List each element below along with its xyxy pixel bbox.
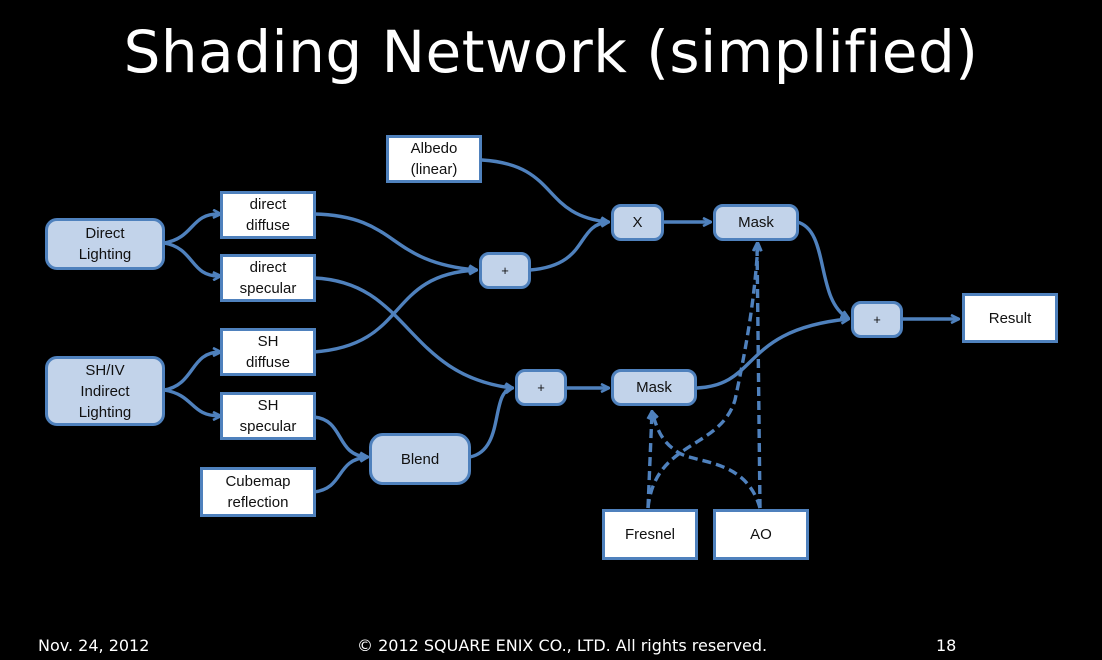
- node-cubemap-reflection: Cubemap reflection: [200, 467, 316, 517]
- node-add-specular: +: [515, 369, 567, 406]
- node-albedo: Albedo (linear): [386, 135, 482, 183]
- node-fresnel: Fresnel: [602, 509, 698, 560]
- node-shiv-indirect-lighting: SH/IV Indirect Lighting: [45, 356, 165, 426]
- footer-page-number: 18: [936, 636, 957, 655]
- node-mask-specular: Mask: [611, 369, 697, 406]
- footer-copyright: © 2012 SQUARE ENIX CO., LTD. All rights …: [357, 636, 768, 655]
- edge-direct-lighting-to-direct-specular: [162, 241, 220, 276]
- edge-fresnel-to-mask-diffuse: [646, 244, 758, 509]
- node-sh-diffuse: SH diffuse: [220, 328, 316, 376]
- edge-mask-diffuse-to-add-result: [795, 220, 848, 318]
- node-direct-specular: direct specular: [220, 254, 316, 302]
- edge-blend-to-add: [468, 388, 512, 459]
- footer-date: Nov. 24, 2012: [38, 636, 150, 655]
- node-result: Result: [962, 293, 1058, 343]
- edge-direct-specular-to-add: [312, 276, 512, 388]
- node-blend: Blend: [369, 433, 471, 485]
- node-sh-specular: SH specular: [220, 392, 316, 440]
- edge-add-to-multiply: [528, 222, 608, 272]
- edge-direct-diffuse-to-add: [312, 212, 476, 270]
- node-ao: AO: [713, 509, 809, 560]
- edge-fresnel-to-mask-specular: [646, 412, 652, 509]
- edge-sh-diffuse-to-add: [312, 270, 476, 354]
- node-direct-diffuse: direct diffuse: [220, 191, 316, 239]
- node-add-diffuse: +: [479, 252, 531, 289]
- edge-albedo-to-multiply: [480, 158, 608, 222]
- node-multiply: X: [611, 204, 664, 241]
- edge-shiv-to-sh-specular: [162, 388, 220, 416]
- node-mask-diffuse: Mask: [713, 204, 799, 241]
- edge-shiv-to-sh-diffuse: [162, 352, 220, 392]
- edge-ao-to-mask-diffuse: [757, 244, 760, 509]
- edge-cubemap-to-blend: [312, 457, 367, 494]
- node-add-result: +: [851, 301, 903, 338]
- edge-sh-specular-to-blend: [312, 415, 367, 457]
- node-direct-lighting: Direct Lighting: [45, 218, 165, 270]
- edge-ao-to-mask-specular: [652, 412, 762, 509]
- slide-title: Shading Network (simplified): [123, 18, 979, 86]
- edge-direct-lighting-to-direct-diffuse: [162, 214, 220, 245]
- edge-mask-specular-to-add-result: [695, 319, 848, 390]
